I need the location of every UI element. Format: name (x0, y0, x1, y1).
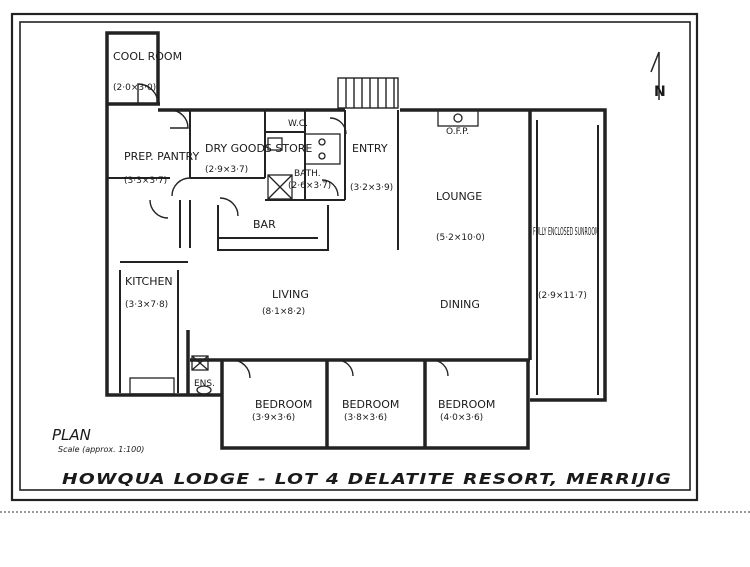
lounge-label: LOUNGE (436, 190, 482, 203)
fixtures (129, 109, 479, 395)
north-label: N (654, 84, 666, 100)
dining-label: DINING (440, 298, 480, 311)
ens-label: ENS. (194, 379, 215, 389)
bedroom-2-dim: (3·8×3·6) (344, 413, 387, 423)
room-labels: COOL ROOM (2·0×3·0) PREP. PANTRY (3·3×3·… (52, 50, 672, 488)
interior-walls (107, 110, 599, 395)
bath-dim: (2·6×3·7) (288, 181, 331, 191)
drawing-title: HOWQUA LODGE - LOT 4 DELATITE RESORT, ME… (62, 470, 672, 488)
kitchen-label: KITCHEN (125, 275, 173, 288)
plan-label: PLAN (52, 426, 91, 444)
bar-label: BAR (253, 218, 276, 231)
bath-label: BATH. (294, 169, 321, 179)
lounge-dim: (5·2×10·0) (436, 233, 485, 243)
living-dim: (8·1×8·2) (262, 307, 305, 317)
dry-goods-label: DRY GOODS STORE (205, 142, 312, 155)
bedroom-2-label: BEDROOM (342, 398, 399, 411)
entry-label: ENTRY (352, 142, 388, 155)
bedroom-3-label: BEDROOM (438, 398, 495, 411)
prep-pantry-label: PREP. PANTRY (124, 150, 199, 163)
sunroom-label: FULLY ENCLOSED SUNROOM (533, 225, 599, 238)
entry-steps (337, 77, 399, 109)
cool-room-label: COOL ROOM (113, 50, 182, 63)
north-arrow (650, 51, 660, 100)
ofp-label: O.F.P. (446, 127, 469, 137)
kitchen-dim: (3·3×7·8) (125, 300, 168, 310)
door-swings (137, 83, 449, 379)
border-frame (10, 12, 699, 502)
living-label: LIVING (272, 288, 309, 301)
prep-pantry-dim: (3·3×3·7) (124, 176, 167, 186)
dry-goods-dim: (2·9×3·7) (205, 165, 248, 175)
bedroom-1-label: BEDROOM (255, 398, 312, 411)
walls (105, 31, 607, 450)
scale-note: Scale (approx. 1:100) (58, 445, 144, 454)
cool-room-dim: (2·0×3·0) (113, 83, 156, 93)
entry-dim: (3·2×3·9) (350, 183, 393, 193)
bedroom-1-dim: (3·9×3·6) (252, 413, 295, 423)
wc-label: W.C. (288, 119, 308, 129)
bedroom-3-dim: (4·0×3·6) (440, 413, 483, 423)
sunroom-dim: (2·9×11·7) (538, 291, 587, 301)
